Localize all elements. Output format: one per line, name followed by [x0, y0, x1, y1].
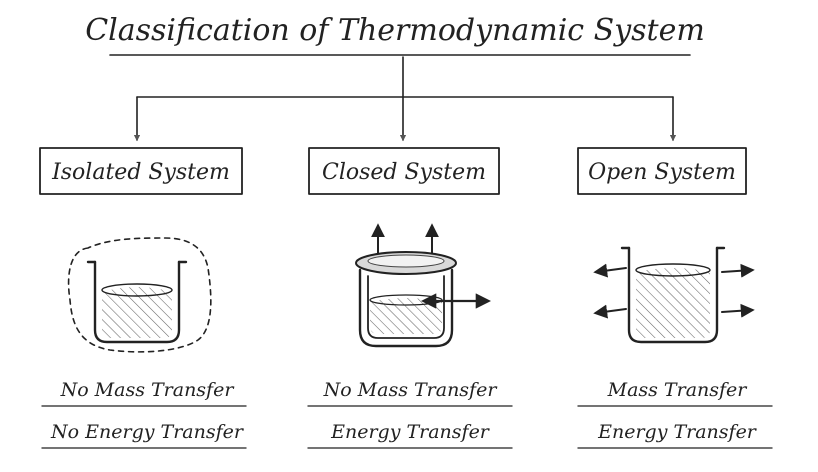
- closed-illustration: [355, 223, 492, 348]
- category-closed: Closed System: [308, 147, 500, 195]
- closed-properties: No Mass Transfer Energy Transfer: [307, 379, 513, 449]
- isolated-beaker-icon: [93, 260, 181, 344]
- isolated-illustration: [67, 237, 212, 353]
- isolated-label: Isolated System: [51, 160, 230, 185]
- closed-container-icon: [358, 268, 454, 348]
- open-label: Open System: [588, 160, 736, 185]
- open-beaker-icon: [627, 246, 719, 344]
- isolated-box: [39, 147, 243, 195]
- insulation-boundary: [67, 237, 212, 353]
- category-isolated: Isolated System: [39, 147, 243, 195]
- open-illustration: [593, 246, 755, 344]
- category-open: Open System: [577, 147, 747, 195]
- open-mass-transfer: Mass Transfer: [607, 379, 749, 401]
- open-properties: Mass Transfer Energy Transfer: [577, 379, 773, 449]
- right-arrow-icon: [721, 303, 755, 318]
- left-arrow-icon: [593, 304, 627, 319]
- diagram-title: Classification of Thermodynamic System: [85, 13, 705, 48]
- isolated-mass-transfer: No Mass Transfer: [60, 379, 236, 401]
- tree-connectors: [133, 56, 677, 142]
- closed-mass-transfer: No Mass Transfer: [323, 379, 499, 401]
- left-arrow-icon: [593, 263, 627, 278]
- isolated-properties: No Mass Transfer No Energy Transfer: [41, 379, 247, 449]
- isolated-energy-transfer: No Energy Transfer: [50, 421, 245, 443]
- closed-energy-transfer: Energy Transfer: [330, 421, 491, 443]
- closed-box: [308, 147, 500, 195]
- open-box: [577, 147, 747, 195]
- right-arrow-icon: [721, 263, 755, 278]
- closed-label: Closed System: [322, 160, 486, 185]
- open-energy-transfer: Energy Transfer: [597, 421, 758, 443]
